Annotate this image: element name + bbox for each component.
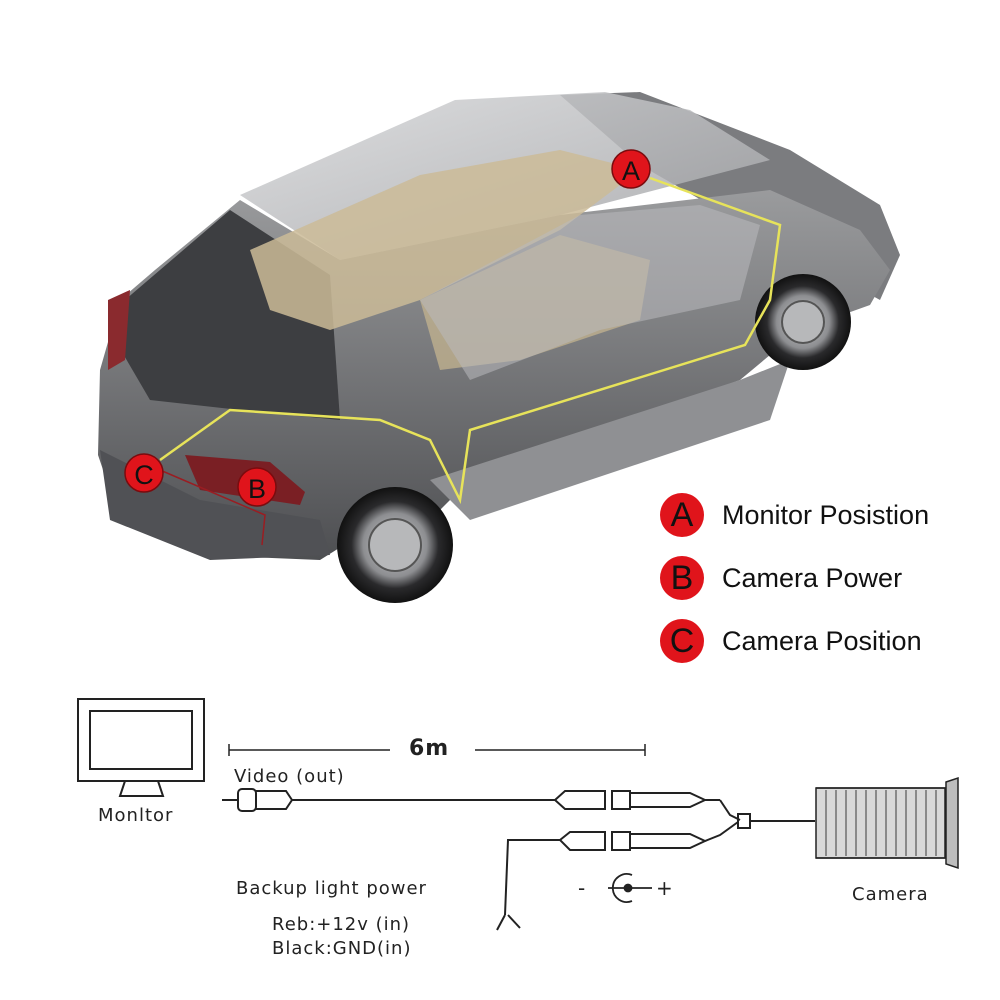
legend-label-camera-position: Camera Position	[722, 625, 922, 656]
camera-icon	[815, 776, 959, 870]
rear-wheel-hub	[368, 518, 422, 572]
power-title: Backup light power	[236, 878, 427, 899]
video-cable	[222, 788, 741, 821]
video-label: Video (out)	[234, 766, 345, 787]
polarity-plus: +	[656, 876, 674, 900]
monitor-label: Monltor	[98, 805, 174, 826]
legend-badge-a: A	[660, 493, 704, 537]
monitor-icon	[77, 698, 205, 797]
car-rocker	[430, 360, 790, 520]
car-side-windows	[420, 205, 760, 380]
polarity-symbol	[608, 873, 652, 903]
length-dimension	[228, 744, 646, 756]
length-label: 6m	[409, 736, 450, 761]
legend-badge-b: B	[660, 556, 704, 600]
legend-badge-c: C	[660, 619, 704, 663]
marker-b: B	[237, 467, 277, 507]
front-wheel-hub	[781, 300, 825, 344]
legend-item-camera-position: C Camera Position	[660, 619, 922, 663]
harness-route	[159, 176, 782, 505]
marker-a: A	[611, 149, 651, 189]
power-cable	[496, 821, 739, 931]
black-wire-label: Black:GND(in)	[272, 938, 412, 959]
marker-c-label: C	[134, 460, 154, 490]
marker-c: C	[124, 453, 164, 493]
power-wire-route	[159, 469, 266, 546]
legend-item-monitor: A Monitor Posistion	[660, 493, 929, 537]
camera-label: Camera	[852, 884, 929, 905]
polarity-minus: -	[578, 876, 587, 900]
red-wire-label: Reb:+12v (in)	[272, 914, 411, 935]
car-tail-light-upper	[108, 290, 130, 370]
marker-b-label: B	[248, 474, 266, 504]
legend-label-camera-power: Camera Power	[722, 562, 903, 593]
legend-label-monitor: Monitor Posistion	[722, 499, 930, 530]
camera-lead	[737, 813, 815, 829]
car-bumper	[100, 450, 330, 560]
car-interior	[250, 150, 640, 330]
legend-item-camera-power: B Camera Power	[660, 556, 902, 600]
marker-a-label: A	[622, 156, 640, 186]
